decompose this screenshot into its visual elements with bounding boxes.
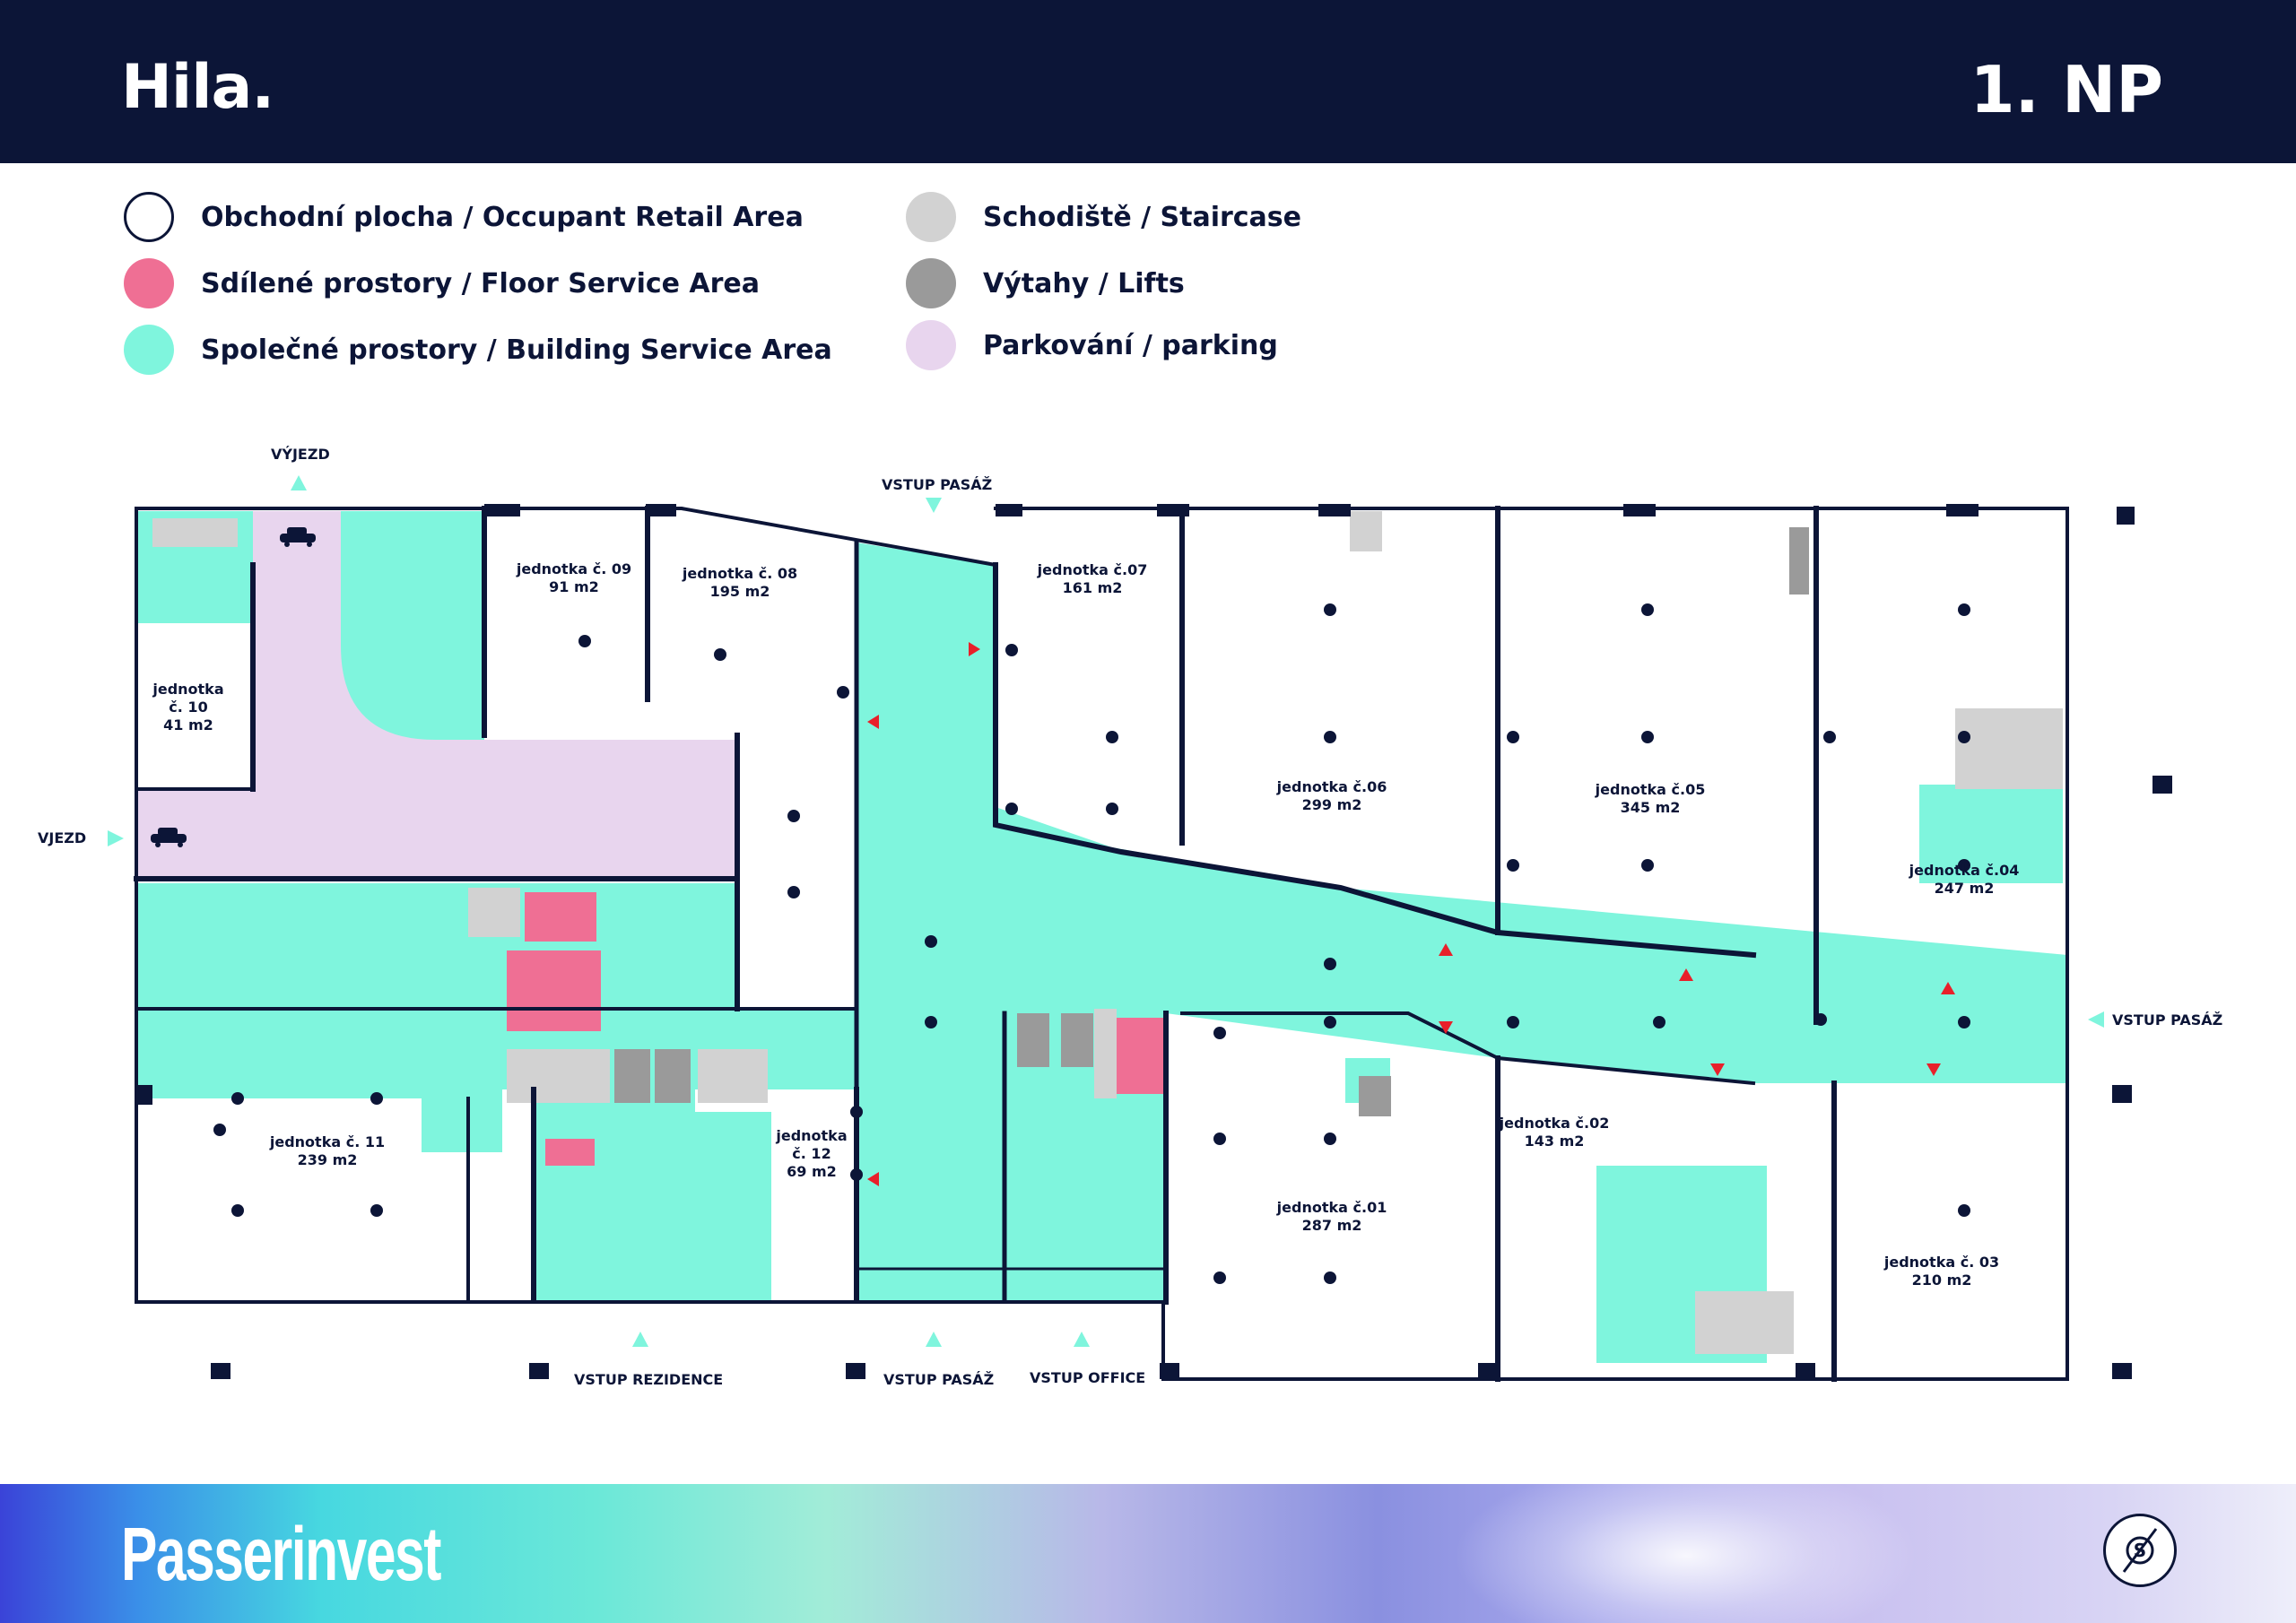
- legend-swatch-parking: [906, 320, 956, 370]
- legend-label: Společné prostory / Building Service Are…: [201, 334, 832, 366]
- columns: [213, 603, 1970, 1284]
- entrance-label-pasaz-bottom: VSTUP PASÁŽ: [883, 1371, 994, 1388]
- entrance-label-pasaz-right: VSTUP PASÁŽ: [2112, 1011, 2222, 1028]
- footer-banner: Passerinvest: [0, 1484, 2296, 1623]
- legend-item-staircase: Schodiště / Staircase: [906, 192, 1301, 242]
- legend-swatch-building-service: [124, 325, 174, 375]
- legend-item-floor-service: Sdílené prostory / Floor Service Area: [124, 258, 760, 308]
- legend-label: Výtahy / Lifts: [983, 267, 1185, 299]
- perimeter-pillars: [136, 504, 2172, 1379]
- footer-glow: [1453, 1484, 1919, 1623]
- lifts: [614, 527, 1809, 1116]
- entry-arrows: [867, 642, 1955, 1186]
- passerinvest-logo: Passerinvest: [121, 1512, 441, 1596]
- legend-swatch-floor-service: [124, 258, 174, 308]
- entrance-label-rezidence: VSTUP REZIDENCE: [574, 1371, 723, 1388]
- legend-item-retail: Obchodní plocha / Occupant Retail Area: [124, 192, 804, 242]
- legend-label: Sdílené prostory / Floor Service Area: [201, 267, 761, 299]
- legend-swatch-lifts: [906, 258, 956, 308]
- legend-label: Obchodní plocha / Occupant Retail Area: [201, 201, 804, 233]
- legend-item-parking: Parkování / parking: [906, 320, 1278, 370]
- legend-item-building-service: Společné prostory / Building Service Are…: [124, 325, 832, 375]
- legend-label: Schodiště / Staircase: [983, 201, 1302, 233]
- brand-title: Hila.: [121, 52, 274, 123]
- entrance-markers: [108, 475, 2104, 1347]
- compass-icon: S: [2103, 1514, 2177, 1587]
- legend-label: Parkování / parking: [983, 329, 1278, 361]
- entrance-label-pasaz-top: VSTUP PASÁŽ: [882, 476, 992, 493]
- svg-text:S: S: [2134, 1540, 2146, 1561]
- floor-label: 1. NP: [1970, 52, 2163, 127]
- legend-swatch-staircase: [906, 192, 956, 242]
- car-icon: [151, 527, 316, 847]
- walls: [134, 506, 2069, 1382]
- entrance-label-vyjezd: VÝJEZD: [271, 446, 330, 463]
- legend-swatch-retail: [124, 192, 174, 242]
- legend-item-lifts: Výtahy / Lifts: [906, 258, 1185, 308]
- entrance-label-office: VSTUP OFFICE: [1030, 1369, 1145, 1386]
- floor-service-areas: [507, 892, 1166, 1166]
- entrance-label-vjezd: VJEZD: [38, 829, 86, 846]
- staircases: [152, 511, 2063, 1354]
- entrance-labels: VÝJEZD VJEZD VSTUP PASÁŽ VSTUP PASÁŽ VST…: [38, 446, 2222, 1388]
- header-bar: Hila. 1. NP: [0, 0, 2296, 163]
